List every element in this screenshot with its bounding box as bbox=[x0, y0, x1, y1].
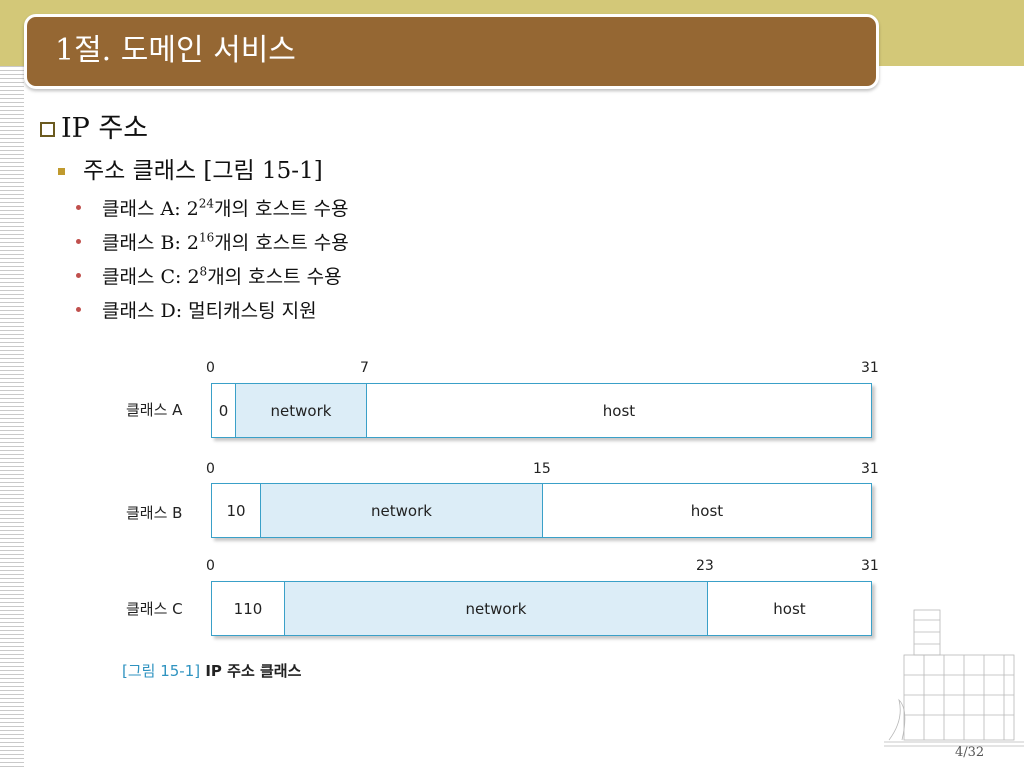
bit-mark: 31 bbox=[861, 461, 879, 477]
bullet-exponent: 16 bbox=[198, 230, 215, 245]
heading-text: IP 주소 bbox=[61, 113, 149, 144]
bullet-text: 클래스 C: 2 bbox=[102, 266, 200, 288]
title-bar: 1절. 도메인 서비스 bbox=[24, 14, 879, 89]
dot-bullet-icon bbox=[76, 273, 81, 278]
bit-mark: 15 bbox=[533, 461, 551, 477]
class-c-box: 110 network host bbox=[211, 581, 872, 636]
bit-mark: 23 bbox=[696, 558, 714, 574]
left-stripe-decoration bbox=[0, 66, 24, 768]
class-c-host: host bbox=[773, 599, 806, 618]
bit-mark: 0 bbox=[206, 360, 215, 376]
bullet-text: 개의 호스트 수용 bbox=[207, 266, 342, 288]
heading-ip-address: IP 주소 bbox=[40, 112, 148, 146]
dot-bullet-icon bbox=[76, 307, 81, 312]
bullet-exponent: 24 bbox=[198, 196, 215, 211]
class-c-prefix: 110 bbox=[212, 582, 285, 635]
bullet-text: 클래스 D: 멀티캐스팅 지원 bbox=[102, 300, 317, 322]
class-b-label: 클래스 B bbox=[126, 504, 183, 522]
square-bullet-icon bbox=[58, 167, 65, 175]
figure-caption: [그림 15-1] IP 주소 클래스 bbox=[122, 660, 301, 681]
dot-bullet-icon bbox=[76, 205, 81, 210]
bullet-class-b: 클래스 B: 216개의 호스트 수용 bbox=[76, 230, 349, 256]
bit-mark: 31 bbox=[861, 360, 879, 376]
class-a-label: 클래스 A bbox=[126, 401, 183, 419]
sub-heading-address-class: 주소 클래스 [그림 15-1] bbox=[58, 156, 323, 186]
slide-title: 1절. 도메인 서비스 bbox=[55, 33, 296, 68]
bullet-class-c: 클래스 C: 28개의 호스트 수용 bbox=[76, 264, 342, 290]
class-a-prefix: 0 bbox=[212, 384, 236, 437]
square-outline-bullet-icon bbox=[40, 121, 55, 137]
bullet-text: 클래스 A: 2 bbox=[102, 198, 199, 220]
bullet-class-a: 클래스 A: 224개의 호스트 수용 bbox=[76, 196, 348, 222]
figure-caption-text: IP 주소 클래스 bbox=[200, 662, 302, 680]
class-c-label: 클래스 C bbox=[126, 600, 183, 618]
bit-mark: 0 bbox=[206, 558, 215, 574]
figure-caption-ref: [그림 15-1] bbox=[122, 662, 201, 680]
building-sketch-icon bbox=[884, 609, 1024, 747]
class-b-prefix: 10 bbox=[212, 484, 261, 537]
sub-heading-text: 주소 클래스 [그림 15-1] bbox=[83, 158, 323, 184]
bit-mark: 31 bbox=[861, 558, 879, 574]
bullet-class-d: 클래스 D: 멀티캐스팅 지원 bbox=[76, 298, 317, 324]
bullet-text: 클래스 B: 2 bbox=[102, 232, 199, 254]
class-b-network: network bbox=[261, 484, 543, 537]
bullet-text: 개의 호스트 수용 bbox=[214, 198, 349, 220]
class-a-network: network bbox=[236, 384, 367, 437]
bit-mark: 0 bbox=[206, 461, 215, 477]
page-number: 4/32 bbox=[955, 745, 985, 760]
bullet-exponent: 8 bbox=[199, 264, 208, 279]
class-c-network: network bbox=[285, 582, 708, 635]
class-b-host: host bbox=[690, 501, 724, 520]
dot-bullet-icon bbox=[76, 239, 81, 244]
class-b-box: 10 network host bbox=[211, 483, 872, 538]
class-a-box: 0 network host bbox=[211, 383, 872, 438]
bullet-text: 개의 호스트 수용 bbox=[214, 232, 349, 254]
class-a-host: host bbox=[602, 401, 636, 420]
bit-mark: 7 bbox=[360, 360, 369, 376]
